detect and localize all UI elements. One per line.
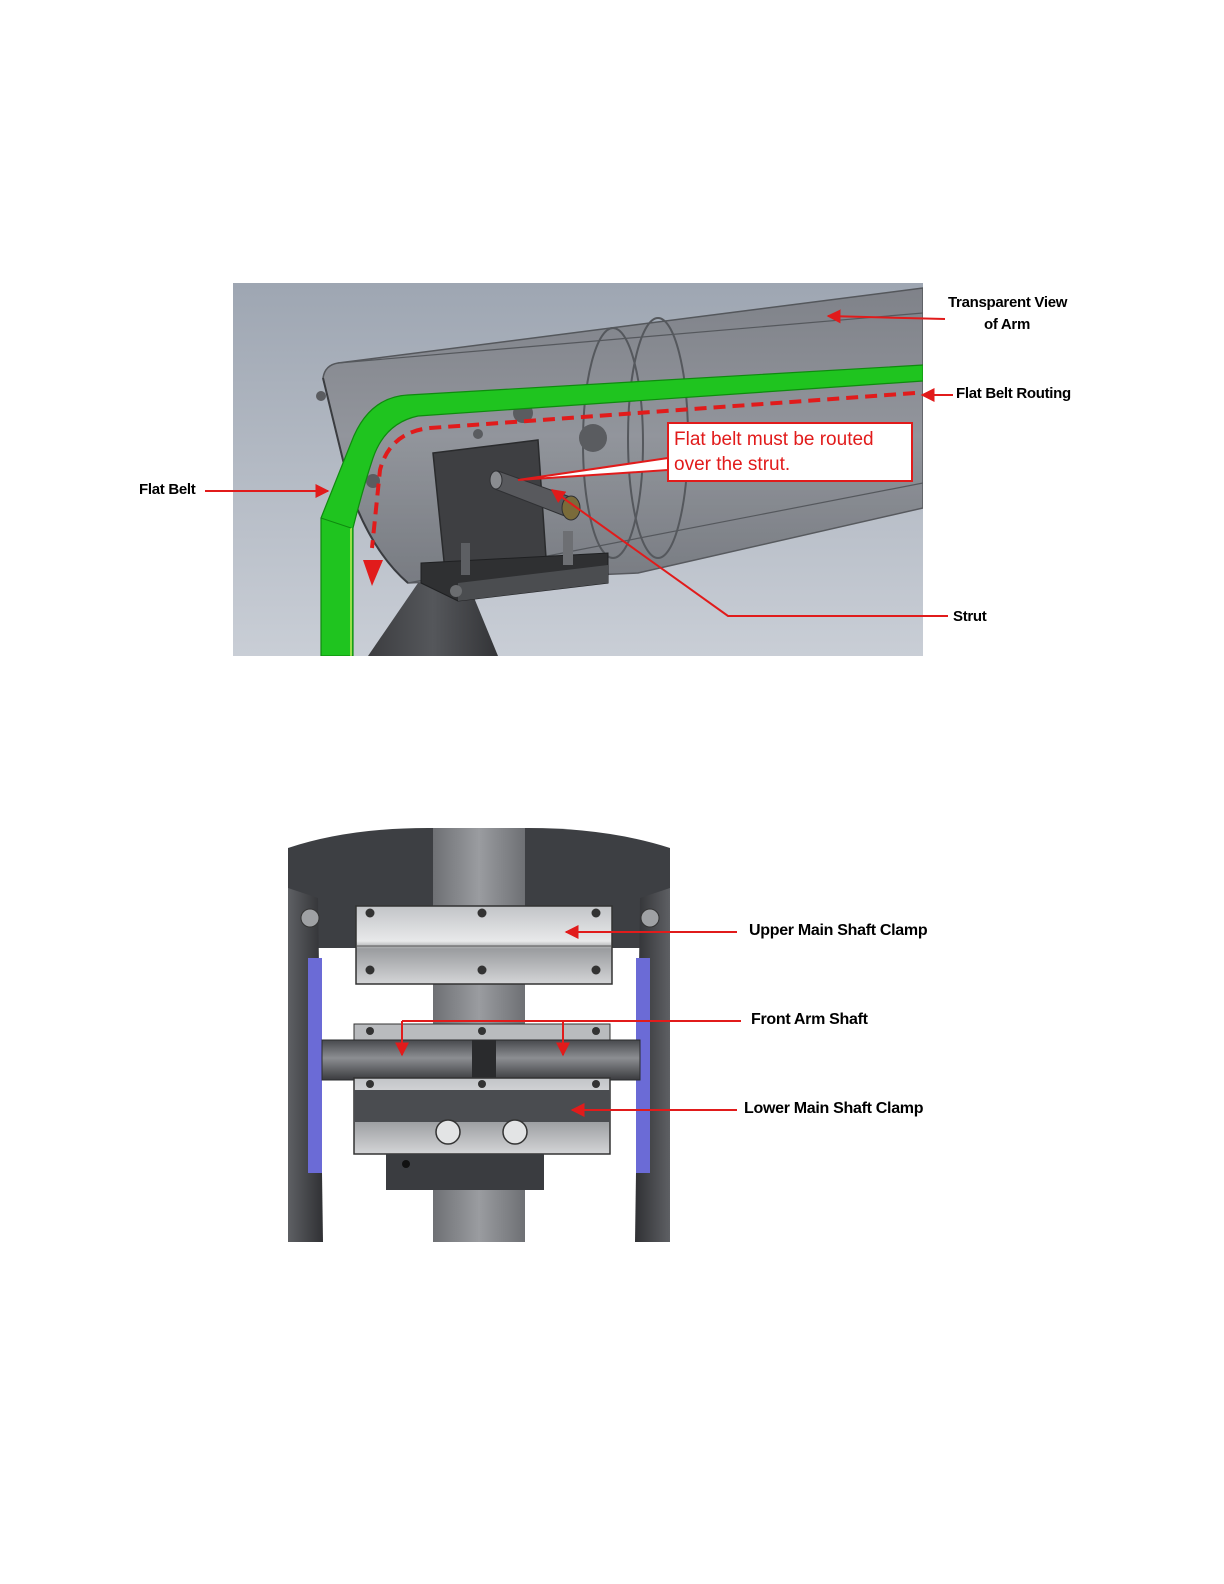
shaft-clamp-figure xyxy=(288,828,670,1242)
callout-text-line2: over the strut. xyxy=(674,452,790,477)
transparent-view-label-line2: of Arm xyxy=(984,314,1030,336)
transparent-view-label: Transparent View xyxy=(948,292,1067,314)
flat-belt-routing-label: Flat Belt Routing xyxy=(956,383,1071,405)
strut-label: Strut xyxy=(953,606,987,628)
callout-text-line1: Flat belt must be routed xyxy=(674,427,874,452)
front-arm-shaft-label: Front Arm Shaft xyxy=(751,1009,868,1031)
flat-belt-label: Flat Belt xyxy=(139,479,195,501)
upper-main-shaft-clamp-label: Upper Main Shaft Clamp xyxy=(749,920,927,942)
lower-main-shaft-clamp-label: Lower Main Shaft Clamp xyxy=(744,1098,923,1120)
arm-belt-routing-figure xyxy=(233,283,923,656)
